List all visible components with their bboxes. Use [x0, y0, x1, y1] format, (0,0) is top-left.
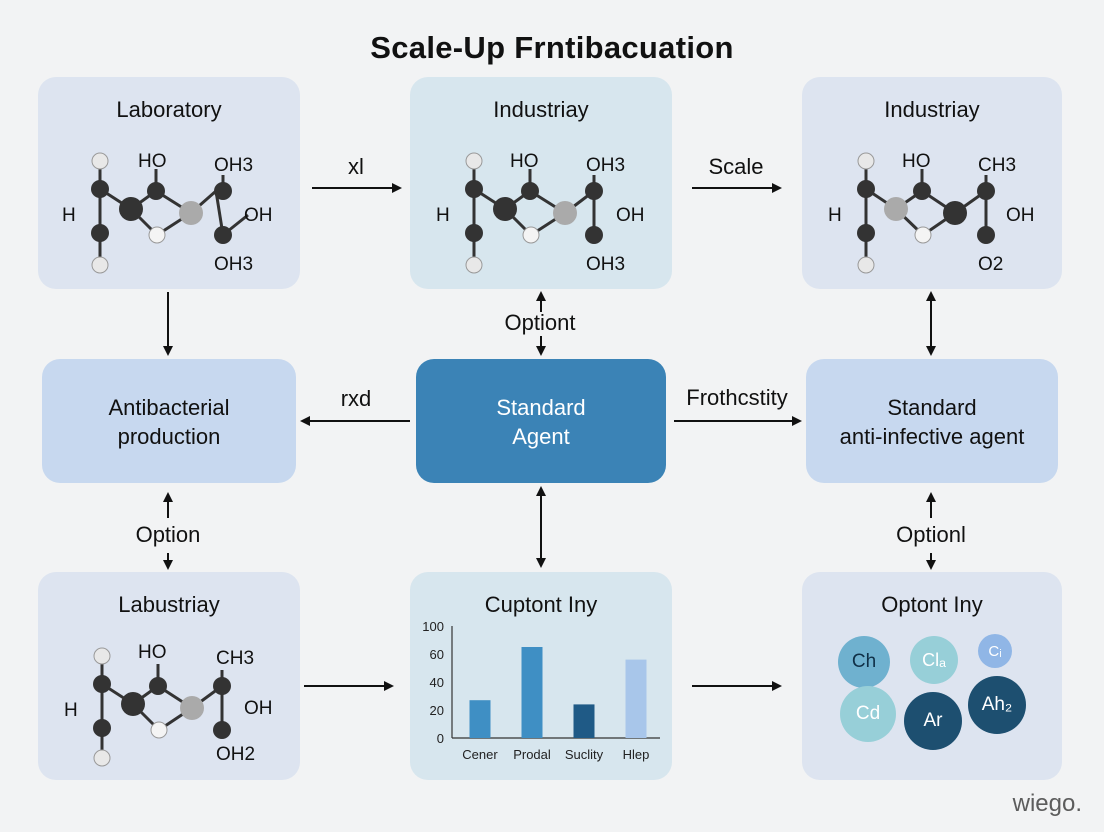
arrow-label-top-1: xl [348, 154, 364, 179]
x-tick-label: Prodal [513, 747, 551, 762]
chem-label: OH3 [214, 254, 253, 275]
chem-label: HO [902, 151, 931, 172]
molecule-diagram: HO CH3 H OH O2 [828, 151, 1035, 275]
chem-label: H [64, 700, 78, 721]
chem-label: OH3 [214, 155, 253, 176]
chem-label: H [436, 205, 450, 226]
chem-label: CH3 [216, 648, 254, 669]
bar [625, 659, 647, 738]
x-tick-label: Cener [462, 747, 498, 762]
card-antibacterial-production: Antibacterial production [42, 359, 296, 483]
card-label-line1: Standard [887, 395, 977, 420]
chem-label: OH [244, 698, 273, 719]
molecule-diagram: HO OH3 H OH OH3 [436, 151, 645, 275]
element-chip: Clₐ [910, 636, 958, 684]
arrow-label-top-mid: Optiont [504, 310, 576, 335]
card-title: Industriay [884, 97, 980, 122]
card-title: Cuptont Iny [484, 592, 598, 617]
chem-label: HO [510, 151, 539, 172]
element-chip: Ah₂ [968, 676, 1026, 734]
watermark-logo: wiego. [1012, 790, 1082, 817]
chem-label: H [828, 205, 842, 226]
y-tick-label: 0 [437, 731, 444, 746]
chem-label: HO [138, 642, 167, 663]
card-labustriay: Labustriay HO CH3 H OH OH2 [38, 572, 300, 780]
chem-label: OH [244, 205, 273, 226]
chem-label: OH [1006, 205, 1035, 226]
arrow-label-mid-right: Frothcstity [686, 385, 788, 410]
arrow-label-right-vertical: Optionl [896, 522, 966, 547]
bar [573, 704, 595, 738]
card-industriay-2: Industriay HO CH3 H OH O2 [802, 77, 1062, 289]
chem-label: OH3 [586, 254, 625, 275]
x-tick-label: Suclity [565, 747, 604, 762]
card-title: Laboratory [116, 97, 222, 122]
chem-label: HO [138, 151, 167, 172]
element-chip: Cd [840, 686, 896, 742]
molecule-diagram: HO CH3 H OH OH2 [64, 642, 273, 767]
y-tick-label: 40 [430, 675, 444, 690]
molecule-diagram: HO OH3 H OH OH3 [62, 151, 273, 275]
card-label-line2: Agent [512, 424, 570, 449]
card-label-line1: Standard [496, 395, 586, 420]
chem-label: OH [616, 205, 645, 226]
arrow-label-top-2: Scale [708, 154, 764, 179]
arrow-label-mid-left: rxd [340, 386, 372, 411]
chem-label: OH2 [216, 744, 255, 765]
x-tick-label: Hlep [623, 747, 650, 762]
chem-label: O2 [978, 254, 1003, 275]
y-tick-label: 20 [430, 703, 444, 718]
element-chip: Cᵢ [978, 634, 1012, 668]
arrow-label-left-vertical: Option [135, 522, 201, 547]
card-standard-agent: Standard Agent [416, 359, 666, 483]
card-industriay-1: Industriay HO OH3 H OH OH3 [410, 77, 672, 289]
card-label-line2: production [117, 424, 221, 449]
chem-label: H [62, 205, 76, 226]
bar [469, 700, 491, 738]
y-tick-label: 60 [430, 647, 444, 662]
y-tick-label: 100 [422, 619, 444, 634]
chem-label: OH3 [586, 155, 625, 176]
chem-label: CH3 [978, 155, 1016, 176]
card-standard-anti-infective: Standard anti-infective agent [806, 359, 1058, 483]
element-chip: Ar [904, 692, 962, 750]
card-title: Labustriay [118, 592, 220, 617]
card-title: Optont Iny [881, 592, 983, 617]
element-chip: Ch [838, 636, 890, 688]
card-label-line2: anti-infective agent [839, 424, 1025, 449]
card-label-line1: Antibacterial [108, 395, 230, 420]
card-laboratory: Laboratory HO OH3 H OH OH3 [38, 77, 300, 289]
bar [521, 647, 543, 738]
diagram-title: Scale-Up Frntibacuation [370, 30, 734, 65]
card-title: Industriay [493, 97, 589, 122]
